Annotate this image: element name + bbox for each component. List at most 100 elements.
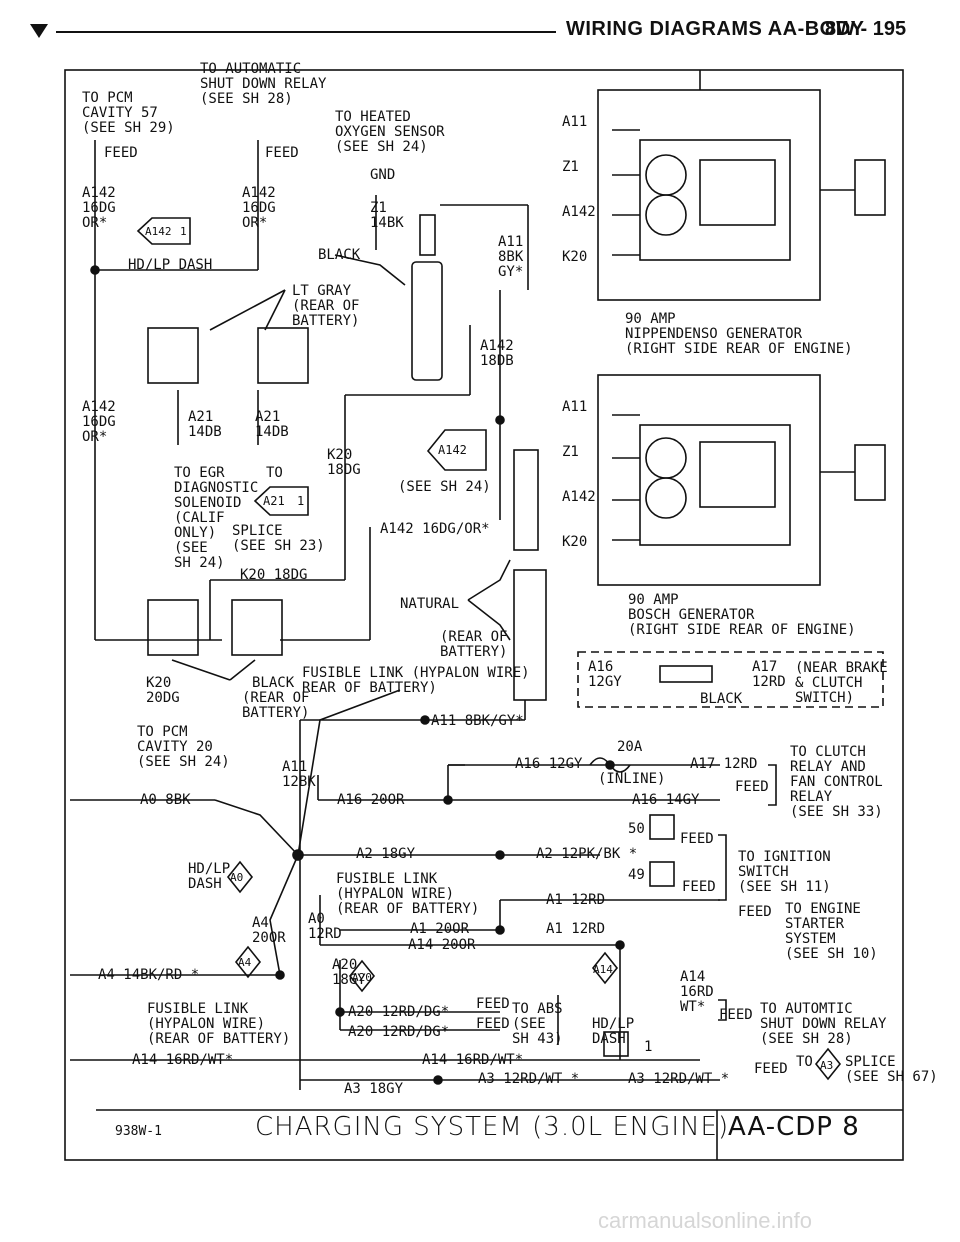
watermark: carmanualsonline.info: [598, 1208, 813, 1233]
label-fuse-50: 50: [628, 821, 645, 837]
label-fuse-1: 1: [644, 1039, 653, 1055]
label-lt-gray: LT GRAY (REAR OF BATTERY): [292, 283, 360, 329]
generator-bosch-box: [597, 374, 821, 586]
label-a16-12gy: A16 12GY: [515, 756, 583, 772]
label-hdlp-dash-2: HD/LP DASH: [188, 861, 231, 892]
header-rule: [56, 31, 556, 33]
label-a11-8bk-gy: A11 8BK/GY*: [431, 713, 524, 729]
brake-switch-dashed-box: [577, 651, 884, 708]
label-gen1-wires: A11 Z1 A142 K20: [562, 114, 596, 265]
label-gen2-name: 90 AMP BOSCH GENERATOR (RIGHT SIDE REAR …: [628, 592, 856, 638]
connector-a21-pin: 1: [297, 494, 305, 508]
label-a142-16dg-or: A142 16DG/OR*: [380, 521, 490, 537]
label-feed-r3: FEED: [682, 879, 716, 895]
label-rear-of-battery-2: (REAR OF BATTERY): [242, 690, 310, 721]
label-black-2: BLACK: [252, 675, 295, 691]
connector-egr: [147, 327, 199, 384]
header-title: WIRING DIAGRAMS AA-BODY: [566, 18, 865, 40]
connector-a142-2: A142: [438, 443, 467, 457]
label-a0-12rd: A0 12RD: [308, 911, 342, 942]
label-splice-sh23: SPLICE (SEE SH 23): [232, 523, 325, 554]
connector-k20: [257, 327, 309, 384]
connector-a14: A14: [593, 963, 613, 976]
label-a16-12gy-box: A16 12GY: [588, 659, 622, 690]
generator-nippendenso-box: [597, 89, 821, 301]
label-fuse-49: 49: [628, 867, 645, 883]
label-gen1-name: 90 AMP NIPPENDENSO GENERATOR (RIGHT SIDE…: [625, 311, 853, 357]
label-a17-12rd-box: A17 12RD: [752, 659, 786, 690]
label-near-brake-switch: (NEAR BRAKE & CLUTCH SWITCH): [795, 660, 888, 706]
connector-a3: A3: [820, 1059, 834, 1072]
label-a4-14bk-rd: A4 14BK/RD *: [98, 967, 200, 983]
fuse-20a-symbol: [589, 757, 631, 773]
triangle-marker-icon: [30, 24, 48, 38]
label-feed-r2: FEED: [680, 831, 714, 847]
label-a1-20or: A1 20OR: [410, 921, 470, 937]
footer-figure-id: 938W-1: [115, 1124, 162, 1139]
fuse-1-symbol: [603, 1031, 629, 1057]
footer-code: AA-CDP 8: [728, 1112, 860, 1142]
connector-a0-shape: [226, 860, 254, 894]
splice-dot: [90, 265, 100, 275]
label-a17-12rd: A17 12RD: [690, 756, 758, 772]
label-a21-a: A21 14DB: [188, 409, 222, 440]
label-a0-8bk: A0 8BK: [140, 792, 191, 808]
label-a11-8bk: A11 8BK GY*: [498, 234, 524, 280]
label-fusible-link-2: FUSIBLE LINK (HYPALON WIRE) (REAR OF BAT…: [336, 871, 480, 917]
label-to-splice: TO: [266, 465, 283, 481]
label-k20-20dg: K20 20DG: [146, 675, 180, 706]
label-feed-abs-2: FEED: [476, 1016, 510, 1032]
label-fusible-link-hypalon: FUSIBLE LINK (HYPALON WIRE) REAR OF BATT…: [302, 665, 530, 696]
connector-a21: A21: [263, 494, 285, 508]
diagram-frame: [64, 69, 904, 1161]
connector-a4: A4: [238, 956, 252, 969]
label-a16-14gy: A16 14GY: [632, 792, 700, 808]
connector-a4-shape: [234, 945, 262, 979]
label-a3-12rd-wt-a: A3 12RD/WT *: [478, 1071, 580, 1087]
label-feed-abs-1: FEED: [476, 996, 510, 1012]
label-a14-16rd-wt-left: A14 16RD/WT*: [132, 1052, 234, 1068]
label-k20-18dg: K20 18DG: [327, 447, 361, 478]
label-to-splice-2: TO: [796, 1054, 813, 1070]
label-a1-12rd-a: A1 12RD: [546, 892, 606, 908]
label-to-pcm-57: TO PCM CAVITY 57 (SEE SH 29): [82, 90, 175, 136]
connector-pcm: [147, 599, 199, 656]
label-natural: NATURAL: [400, 596, 460, 612]
label-feed-r5: FEED: [719, 1007, 753, 1023]
label-splice-sh67: SPLICE (SEE SH 67): [845, 1054, 938, 1085]
label-k20-18dg-horiz: K20 18DG: [240, 567, 308, 583]
label-a16-20or: A16 20OR: [337, 792, 405, 808]
label-a4-20or: A4 20OR: [252, 915, 286, 946]
label-to-abs: TO ABS (SEE SH 43): [512, 1001, 563, 1047]
label-fuse-20a: 20A: [617, 739, 643, 755]
label-a142-left-mid: A142 16DG OR*: [82, 399, 116, 445]
connector-a20-shape: [348, 959, 376, 993]
label-a20-18gy: A20 18GY: [332, 957, 366, 988]
label-black-box: BLACK: [700, 691, 743, 707]
label-a142-18db: A142 18DB: [480, 338, 514, 369]
label-hdlp-dash-3: HD/LP DASH: [592, 1016, 635, 1047]
label-to-asd-relay: TO AUTOMATIC SHUT DOWN RELAY (SEE SH 28): [200, 61, 327, 107]
label-a20-12rd-dg-a: A20 12RD/DG*: [348, 1004, 450, 1020]
label-a1-12rd-b: A1 12RD: [546, 921, 606, 937]
label-feed-r6: FEED: [754, 1061, 788, 1077]
label-a3-18gy: A3 18GY: [344, 1081, 404, 1097]
connector-gen: [231, 599, 283, 656]
label-a2-18gy: A2 18GY: [356, 846, 416, 862]
label-see-sh24: (SEE SH 24): [398, 479, 491, 495]
fuse-49-symbol: [649, 861, 675, 887]
label-inline: (INLINE): [598, 771, 666, 787]
connector-a3-shape: [814, 1047, 842, 1081]
label-a2-12pk-bk: A2 12PK/BK *: [536, 846, 638, 862]
label-a142-left-top: A142 16DG OR*: [82, 185, 116, 231]
label-to-engine-starter: TO ENGINE STARTER SYSTEM (SEE SH 10): [785, 901, 878, 962]
label-a21-b: A21 14DB: [255, 409, 289, 440]
label-feed-r1: FEED: [735, 779, 769, 795]
label-to-egr-solenoid: TO EGR DIAGNOSTIC SOLENOID (CALIF ONLY) …: [174, 465, 259, 571]
footer-title: CHARGING SYSTEM (3.0L ENGINE): [255, 1112, 730, 1142]
label-fusible-link-3: FUSIBLE LINK (HYPALON WIRE) (REAR OF BAT…: [147, 1001, 291, 1047]
label-a14-16rd-wt: A14 16RD WT*: [680, 969, 714, 1015]
header-page-number: 8W - 195: [825, 18, 907, 40]
label-to-o2-sensor: TO HEATED OXYGEN SENSOR (SEE SH 24): [335, 109, 445, 155]
